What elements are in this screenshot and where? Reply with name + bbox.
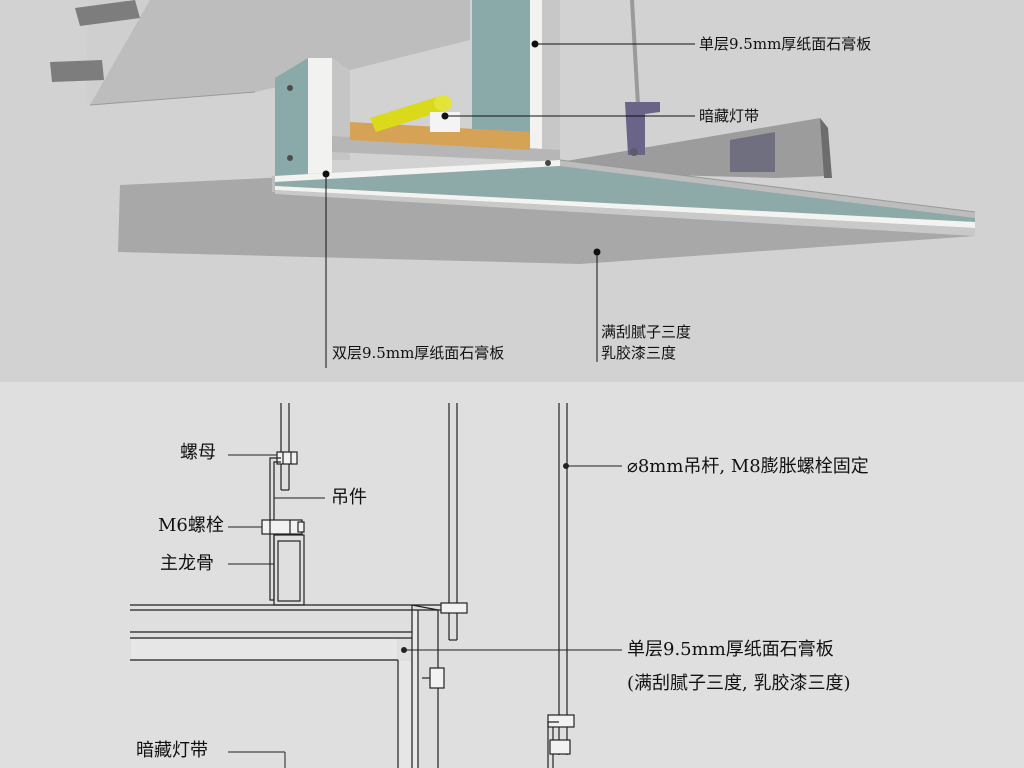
section-view-panel — [0, 382, 1024, 768]
label-section-hidden-light: 暗藏灯带 — [136, 740, 208, 761]
label-3d-finish-paint: 乳胶漆三度 — [601, 344, 677, 362]
hanger-bracket — [625, 102, 660, 155]
side-gypsum-block — [275, 58, 308, 176]
label-3d-double-board: 双层9.5mm厚纸面石膏板 — [332, 344, 505, 362]
hanger-rod — [630, 0, 640, 106]
label-3d-hidden-light: 暗藏灯带 — [699, 107, 760, 125]
wood-strip — [350, 122, 530, 150]
label-hanger: 吊件 — [331, 487, 367, 508]
joist-upper — [75, 0, 140, 26]
hidden-light-tube — [370, 95, 460, 132]
leader-lines-3d — [322, 40, 695, 368]
isometric-view-drawing — [50, 0, 976, 368]
label-main-keel: 主龙骨 — [160, 553, 214, 574]
label-nut: 螺母 — [180, 442, 216, 463]
light-trough-floor — [332, 136, 560, 162]
vertical-gypsum-board — [472, 0, 530, 150]
label-section-single-board: 单层9.5mm厚纸面石膏板 — [627, 639, 834, 660]
label-section-finish: (满刮腻子三度, 乳胶漆三度) — [627, 673, 851, 694]
label-3d-single-board: 单层9.5mm厚纸面石膏板 — [699, 35, 872, 53]
label-3d-finish-putty: 满刮腻子三度 — [601, 323, 692, 341]
joist-lower — [50, 60, 104, 82]
upper-slab-underside — [90, 0, 470, 105]
label-hanger-rod: ⌀8mm吊杆, M8膨胀螺栓固定 — [627, 456, 869, 477]
label-m6-bolt: M6螺栓 — [158, 515, 224, 536]
